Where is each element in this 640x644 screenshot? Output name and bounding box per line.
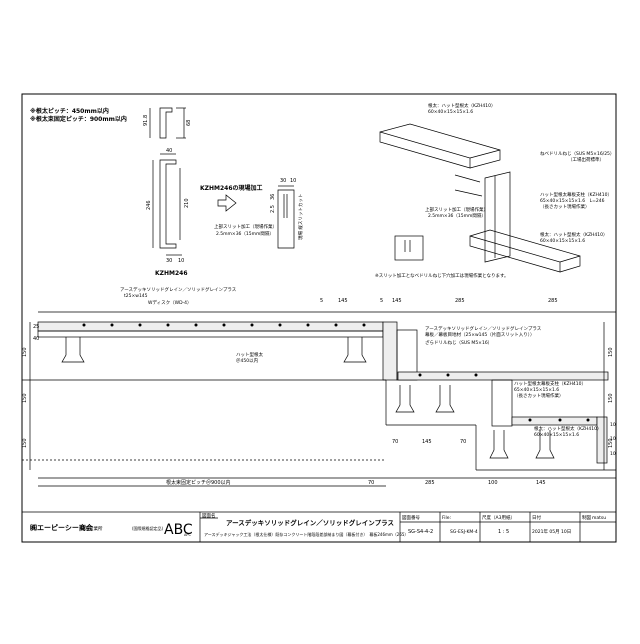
post-label-2: 65×40×15×15×1.6 [514,387,559,393]
side-slit-label: 現場 縦スリットカット [297,194,304,240]
dim-285b: 285 [548,298,558,304]
processing-dim-t1: 30 [280,178,286,184]
dim-b145b: 145 [536,480,546,486]
dim-sm10b: 10 [610,436,616,442]
small-profile-dim-h: 91.8 [143,115,149,126]
dim-5b: 5 [380,298,383,304]
iso-label-5: 根太：ハット型根太（KZH410） [540,231,608,238]
main-profile-dim-top: 40 [166,148,172,154]
section-drawing [22,311,616,487]
right-deck-label-2: 幕板／幕板目地材（25×w145（片面スリット入り）） [425,331,535,338]
company-logo-small: APC [184,533,192,537]
deck-label-1: アースデッキソリッドグレイン／ソリッドグレインプラス [120,286,237,293]
main-profile [152,153,182,256]
hat-label-2: ＠450以内 [236,357,259,364]
dim-5a: 5 [320,298,323,304]
joist-label-2: 60×40×15×15×1.6 [534,432,579,438]
sheet-frame [21,93,617,543]
dim-l40: 40 [33,336,39,342]
drawing-no-label: 図面番号 [402,514,420,521]
dim-285a: 285 [455,298,465,304]
dim-b100: 100 [488,480,498,486]
dim-145b: 145 [392,298,402,304]
disk-label: Wディスク（WD-4） [148,299,192,306]
slit-label-2: 2.5mm×36（15mm間隔） [216,230,274,237]
author-label: 制図 [582,514,591,521]
dim-145a: 145 [338,298,348,304]
drawing-name: アースデッキソリッドグレイン／ソリッドグレインプラス [226,518,394,527]
dim-b285: 285 [425,480,435,486]
drawing-description: アースデッキジャック工法（根太仕様）既存コンクリート階段段差部納まり図（幕板付き… [204,531,408,537]
right-deck-label-1: アースデッキソリッドグレイン／ソリッドグレインプラス [425,325,542,332]
processing-profile [277,185,295,249]
iso-label-3b: 65×40×15×15×1.6 L=246 [540,198,605,204]
iso-label-1b: 60×40×15×15×1.6 [428,109,473,115]
company-logo: ABC [164,522,193,538]
iso-label-3: ハット型根太幕板支柱（KZH410） [540,191,612,198]
arrow-icon [217,194,237,212]
dim-b70a: 70 [392,439,398,445]
dim-l150a: 150 [22,347,28,357]
screw-label: ざらドリルねじ（SUS M5×16） [425,339,492,346]
small-profile-dim-w: 68 [186,120,192,126]
title-block [199,512,616,542]
processing-dim-t2: 10 [290,178,296,184]
drawing-name-label: 図面名 [202,512,216,519]
iso-label-1: 根太：ハット型根太（KZH410） [428,102,496,109]
dim-b70c: 70 [368,480,374,486]
processing-title: KZHM246の現場加工 [200,184,263,192]
dim-l150b: 150 [22,393,28,403]
date-label: 日付 [532,514,541,521]
company-name: ㈱エーピーシー商会 [30,523,94,532]
joist-label-1: 根太：ハット型根太（KZH410） [534,425,602,432]
iso-label-4: 上部スリット加工（現場作業） [425,206,488,213]
dim-sm10c: 10 [610,451,616,457]
deck-label-2: t25×w145 [124,293,148,299]
processing-dim-36: 36 [270,194,276,200]
iso-note: ※スリット加工となべドリルねじ下穴加工は現場作業となります。 [375,272,509,279]
iso-label-3c: （長さカット現場作業） [540,203,590,210]
iso-label-4b: 2.5mm×36（15mm間隔） [428,212,486,219]
dim-r150a: 150 [608,347,614,357]
main-profile-dim-inner: 210 [184,198,190,208]
dim-l25: 25 [33,324,39,330]
dim-sm10a: 10 [610,422,616,428]
company-sub: 横浜営業所 [80,525,103,532]
scale-label: 尺度（A3用紙） [482,514,515,521]
main-profile-label: KZHM246 [155,270,188,277]
dim-b145a: 145 [422,439,432,445]
file-value: SG-ESJ-KM-4 [450,529,478,535]
logo-sub: (国際規格認定品) [132,525,164,531]
date-value: 2021年 05月 10日 [532,528,571,535]
dim-b70b: 70 [460,439,466,445]
post-label-1: ハット型根太幕板支柱（KZH410） [514,380,586,387]
iso-label-2b: （工場出荷標準） [568,156,604,163]
dim-l150c: 150 [22,438,28,448]
small-profile [149,107,186,139]
main-profile-dim-side: 246 [146,200,152,210]
screw-icons [82,323,590,422]
iso-detail [379,123,581,273]
dim-r150c: 150 [608,438,614,448]
drawing-no: SG-S4-4-2 [408,529,433,535]
file-label: File: [442,515,451,521]
author-value: matsu [592,515,606,521]
slit-label-1: 上部スリット加工（現場作業） [214,223,277,230]
note-line-2: ※根太束固定ピッチ：900mm以内 [30,115,127,123]
processing-dim-25: 2.5 [270,205,276,213]
main-profile-dim-b1: 30 [166,258,172,264]
note-line-1: ※根太ピッチ：450mm以内 [30,107,109,115]
dim-r150b: 150 [608,393,614,403]
post-label-3: （長さカット現場作業） [514,392,564,399]
main-profile-dim-b2: 10 [178,258,184,264]
scale-value: 1 : 5 [498,529,509,535]
iso-label-5b: 60×40×15×15×1.6 [540,238,585,244]
iso-label-2: ねべドリルねじ（SUS M5×16/25） [540,151,614,157]
hat-label: ハット型根太 [236,351,263,358]
pitch-label: 根太束固定ピッチ＠900以内 [166,479,231,486]
